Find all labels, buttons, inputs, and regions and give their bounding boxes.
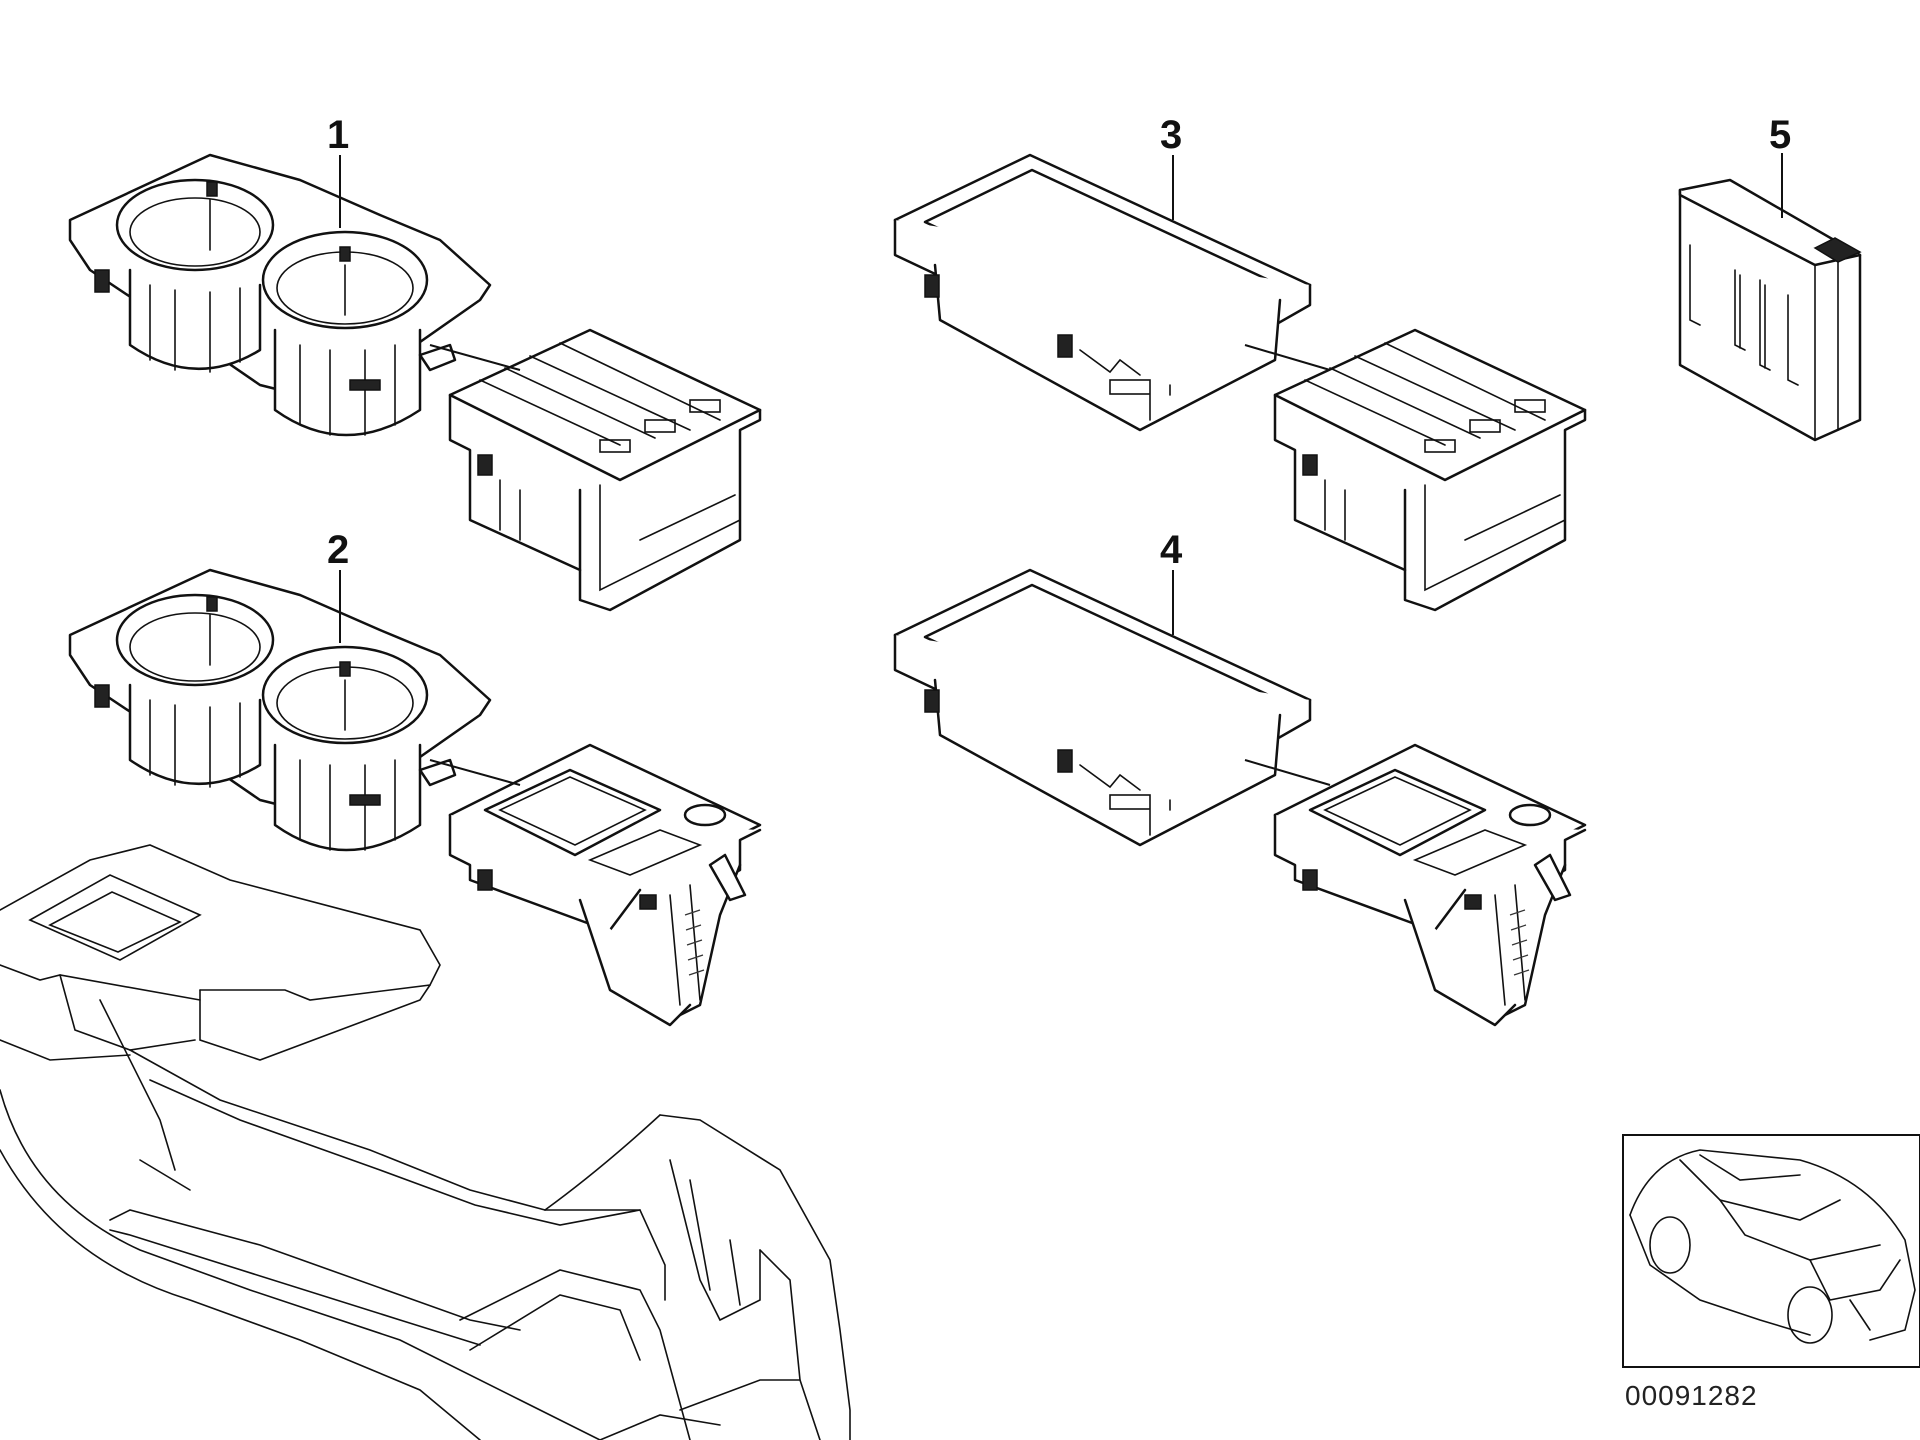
callout-1: 1: [327, 113, 350, 157]
part-2-insert: [448, 743, 762, 1027]
part-4-insert: [1273, 743, 1587, 1027]
part-4-storage-tray: [893, 568, 1312, 847]
callout-5: 5: [1769, 113, 1792, 157]
part-1-insert: [448, 328, 762, 612]
diagram-number: 00091282: [1625, 1380, 1758, 1411]
callout-3: 3: [1160, 113, 1183, 157]
part-1-cup-holder: [68, 153, 492, 437]
callout-2: 2: [327, 528, 350, 572]
center-console-outline: [0, 844, 851, 1440]
part-2-cup-holder: [68, 568, 492, 852]
part-3-insert: [1273, 328, 1587, 612]
part-3-storage-tray: [893, 153, 1312, 432]
callout-4: 4: [1160, 528, 1183, 572]
vehicle-locator-inset: [1622, 1134, 1920, 1368]
part-5-cover: [1678, 178, 1862, 442]
